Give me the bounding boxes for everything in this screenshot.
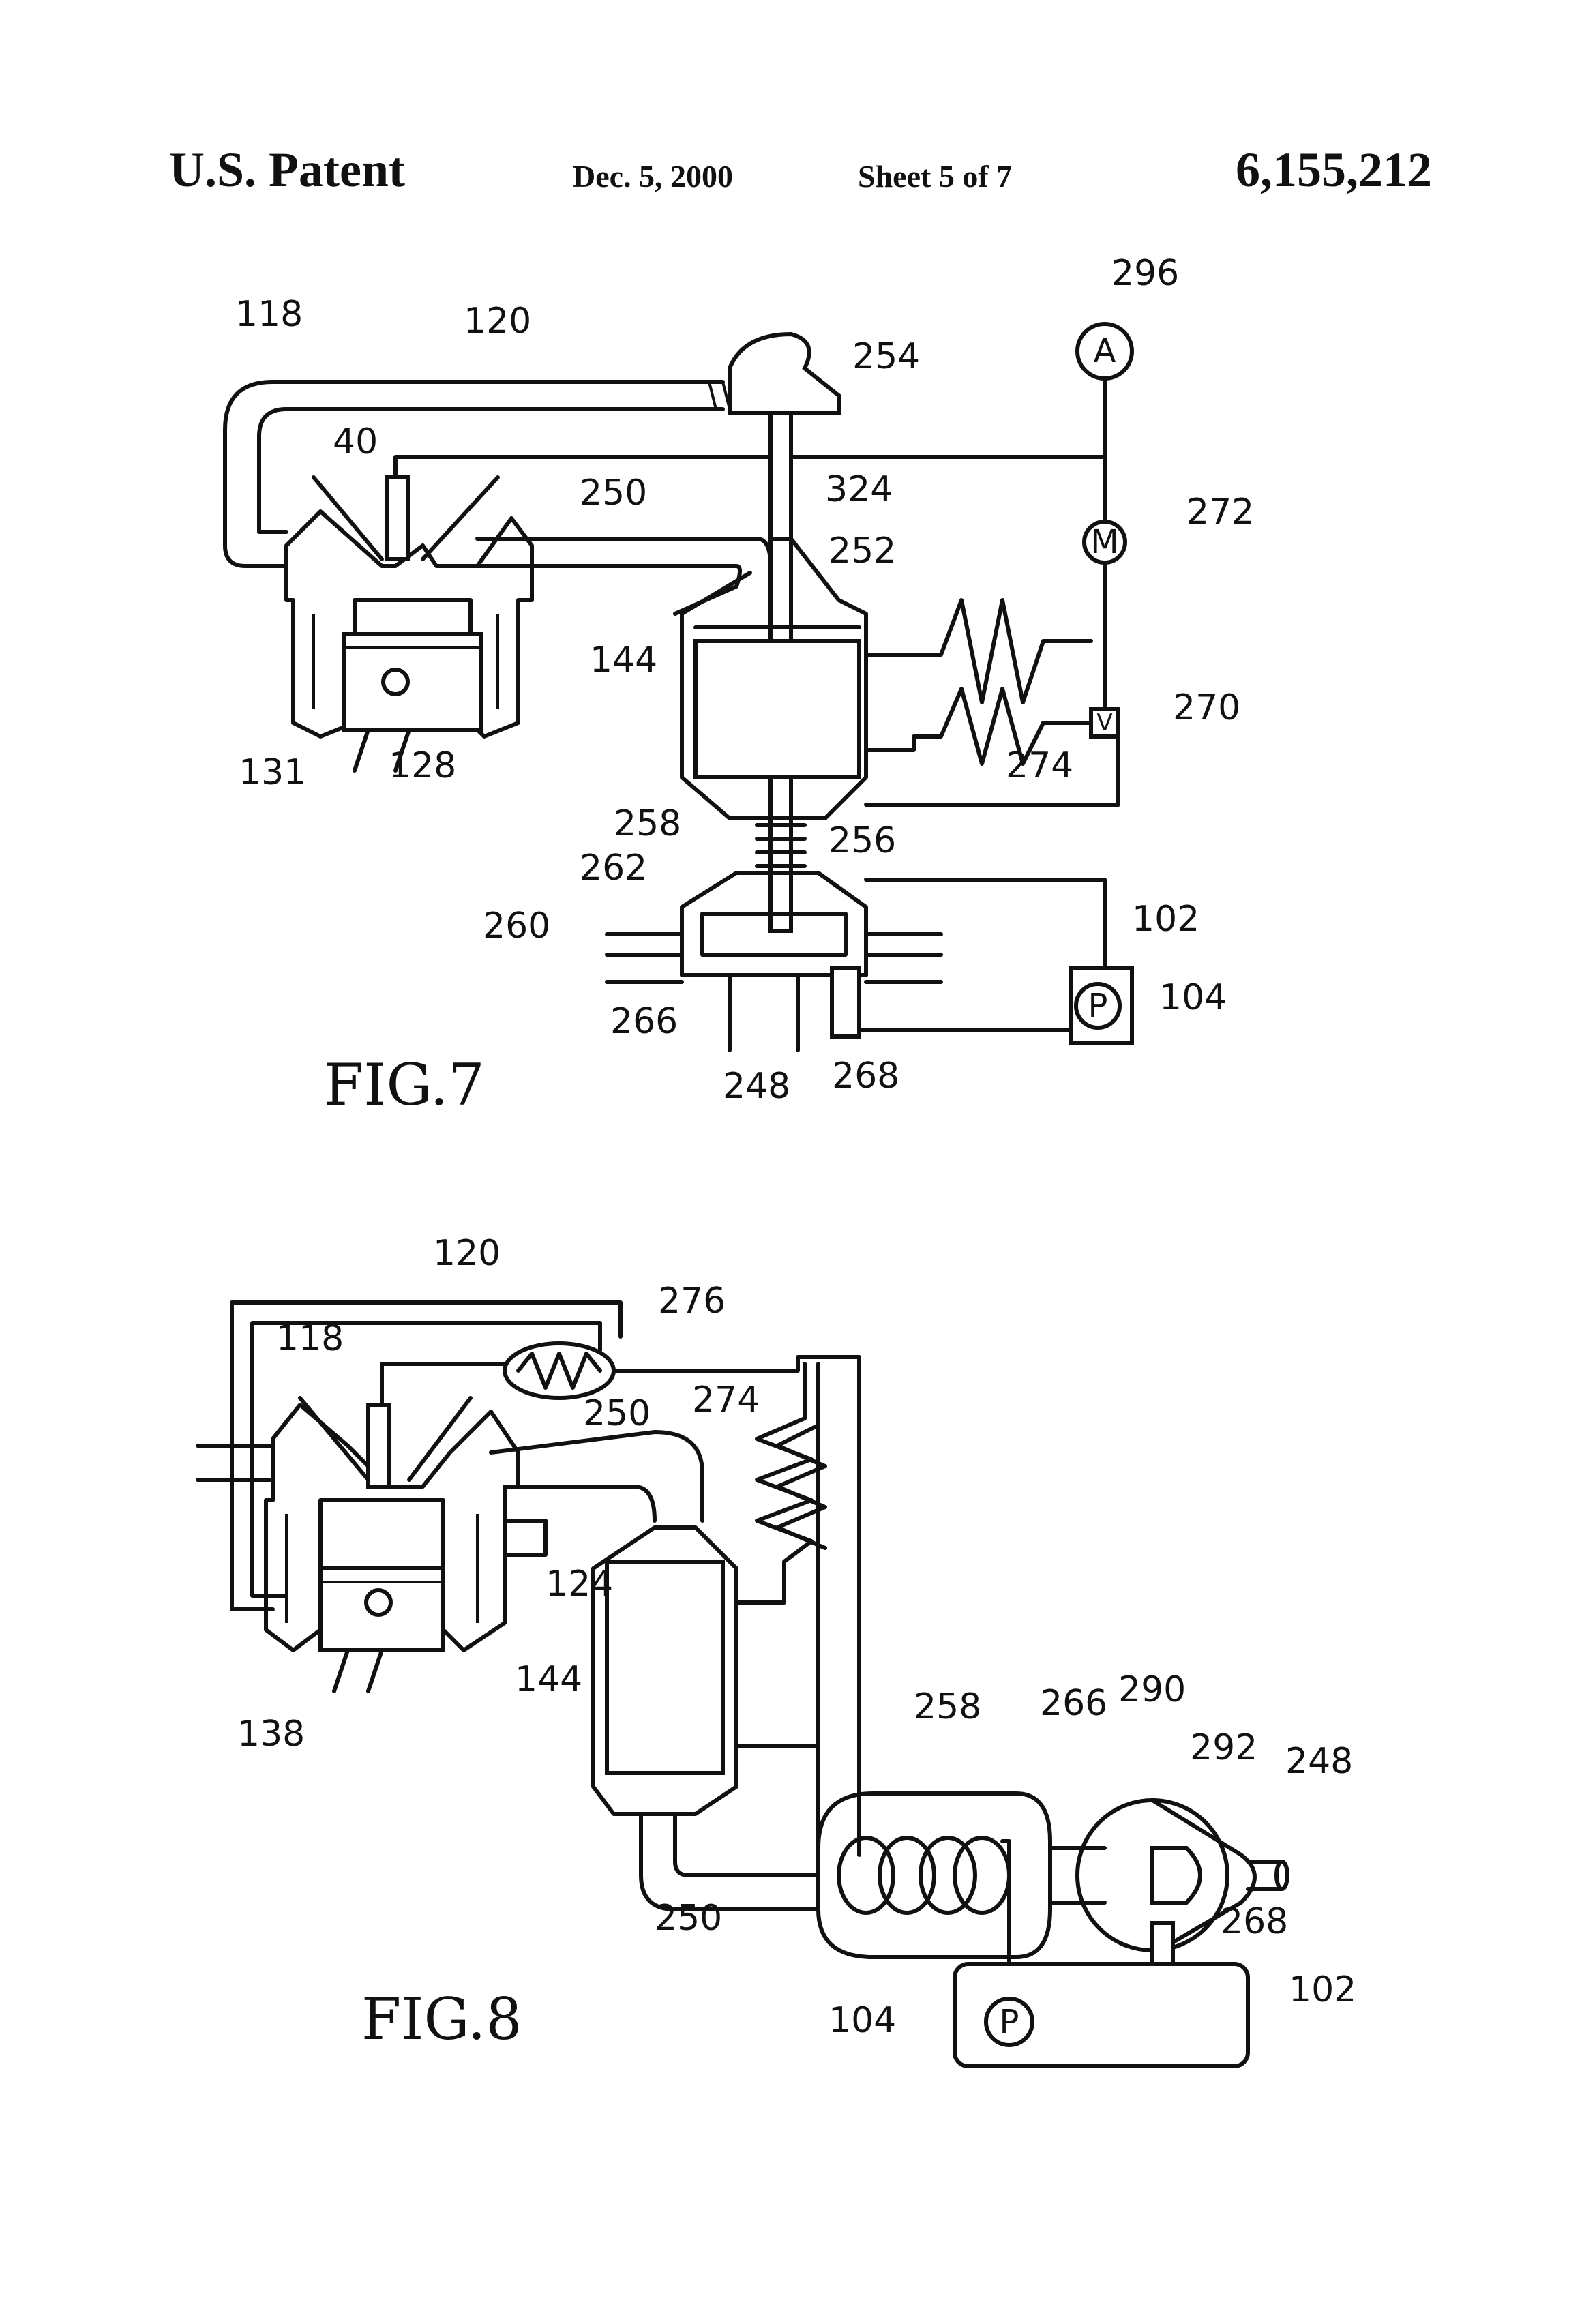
pump-symbol: P xyxy=(1000,2003,1019,2041)
ref-120: 120 xyxy=(433,1233,501,1274)
valve-symbol: V xyxy=(1096,709,1112,736)
ref-104: 104 xyxy=(829,2000,896,2041)
ref-138: 138 xyxy=(237,1714,305,1755)
ref-40: 40 xyxy=(333,421,378,462)
ref-131: 131 xyxy=(239,752,306,793)
ref-248: 248 xyxy=(1285,1741,1353,1782)
fig7-caption: FIG.7 xyxy=(324,1052,485,1118)
ref-268: 268 xyxy=(1221,1901,1288,1942)
ref-252: 252 xyxy=(829,531,896,571)
ref-272: 272 xyxy=(1186,492,1254,533)
ref-268: 268 xyxy=(832,1056,899,1097)
ref-104: 104 xyxy=(1159,977,1227,1018)
ref-144: 144 xyxy=(515,1659,582,1700)
ref-296: 296 xyxy=(1111,253,1179,294)
ref-256: 256 xyxy=(829,820,896,861)
ref-262: 262 xyxy=(580,848,647,889)
ref-144: 144 xyxy=(590,640,657,681)
ref-248: 248 xyxy=(723,1066,790,1107)
fig8-diagram: P 120 276 118 274 250 124 144 138 258 26… xyxy=(198,1233,1356,2066)
ref-118: 118 xyxy=(235,294,303,335)
ammeter-symbol: A xyxy=(1094,332,1116,370)
ref-118: 118 xyxy=(276,1318,344,1359)
ref-120: 120 xyxy=(464,301,531,342)
ref-128: 128 xyxy=(389,745,456,786)
ref-250b: 250 xyxy=(655,1898,722,1939)
ref-276: 276 xyxy=(658,1281,726,1322)
ref-290: 290 xyxy=(1118,1669,1186,1710)
ref-254: 254 xyxy=(852,336,920,377)
ref-270: 270 xyxy=(1173,687,1240,728)
ref-274: 274 xyxy=(692,1380,760,1420)
ref-124: 124 xyxy=(546,1564,613,1605)
ref-274: 274 xyxy=(1006,745,1073,786)
ref-258: 258 xyxy=(614,803,681,844)
ref-250a: 250 xyxy=(583,1393,651,1434)
fig7-diagram: A M V P 118 120 40 250 324 254 296 272 2… xyxy=(225,253,1254,1118)
ref-324: 324 xyxy=(825,469,893,510)
ref-250: 250 xyxy=(580,473,647,513)
ref-258: 258 xyxy=(914,1686,981,1727)
ref-260: 260 xyxy=(483,906,550,947)
ref-102: 102 xyxy=(1132,899,1199,940)
ref-292: 292 xyxy=(1190,1727,1257,1768)
fig8-caption: FIG.8 xyxy=(361,1986,522,2053)
ref-266: 266 xyxy=(610,1001,678,1042)
pump-symbol: P xyxy=(1088,987,1108,1025)
motor-symbol: M xyxy=(1090,523,1118,561)
ref-266: 266 xyxy=(1040,1683,1107,1724)
ref-102: 102 xyxy=(1289,1969,1356,2010)
